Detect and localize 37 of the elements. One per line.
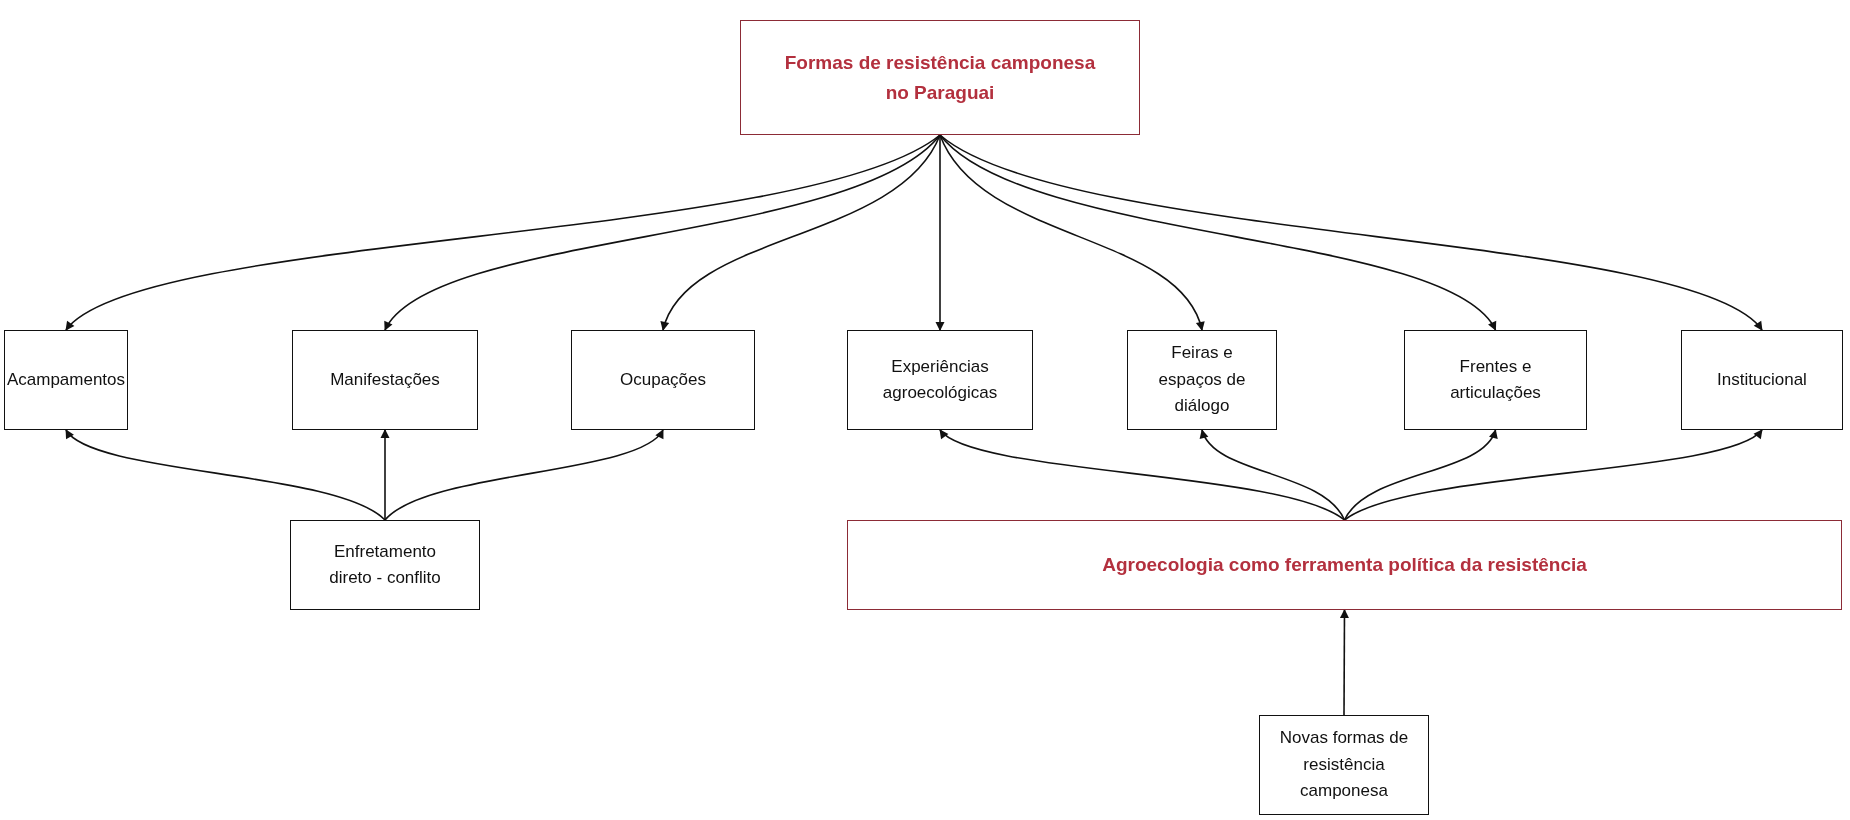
arrow bbox=[1343, 429, 1497, 521]
arrow bbox=[661, 134, 941, 331]
arrow bbox=[939, 429, 1346, 521]
process-box bbox=[1404, 330, 1587, 430]
node-label: Enfretamento direto - conflito bbox=[328, 540, 442, 589]
process-box bbox=[847, 520, 1842, 610]
arrow bbox=[1201, 429, 1346, 521]
arrow bbox=[380, 429, 390, 521]
arrow bbox=[1339, 609, 1349, 716]
node-label: Acampamentos bbox=[6, 368, 126, 391]
node-label: Feiras e espaços de diálogo bbox=[1157, 342, 1247, 418]
process-box bbox=[1127, 330, 1277, 430]
node-label: Manifestações bbox=[330, 368, 440, 391]
heading-text: Formas de resistência camponesa no Paraguai bbox=[783, 51, 1097, 105]
process-box bbox=[4, 330, 128, 430]
heading-text: Agroecologia como ferramenta política da resistência bbox=[1102, 553, 1587, 578]
node-label: Frentes e articulações bbox=[1449, 355, 1542, 404]
process-box bbox=[571, 330, 755, 430]
arrow bbox=[935, 134, 945, 331]
process-box bbox=[1681, 330, 1843, 430]
arrow bbox=[939, 134, 1763, 331]
arrow bbox=[65, 429, 386, 521]
arrow bbox=[384, 429, 664, 521]
node-label: Institucional bbox=[1717, 368, 1807, 391]
process-box bbox=[292, 330, 478, 430]
node-label: Novas formas de resistência camponesa bbox=[1278, 727, 1410, 803]
process-box bbox=[847, 330, 1033, 430]
node-label: Ocupações bbox=[620, 368, 706, 391]
arrow bbox=[384, 134, 941, 331]
arrow bbox=[939, 134, 1497, 331]
process-box bbox=[290, 520, 480, 610]
arrow bbox=[65, 134, 941, 331]
process-box bbox=[1259, 715, 1429, 815]
arrow bbox=[1343, 429, 1763, 521]
arrow bbox=[939, 134, 1204, 331]
process-box bbox=[740, 20, 1140, 135]
node-label: Experiências agroecológicas bbox=[881, 355, 999, 404]
